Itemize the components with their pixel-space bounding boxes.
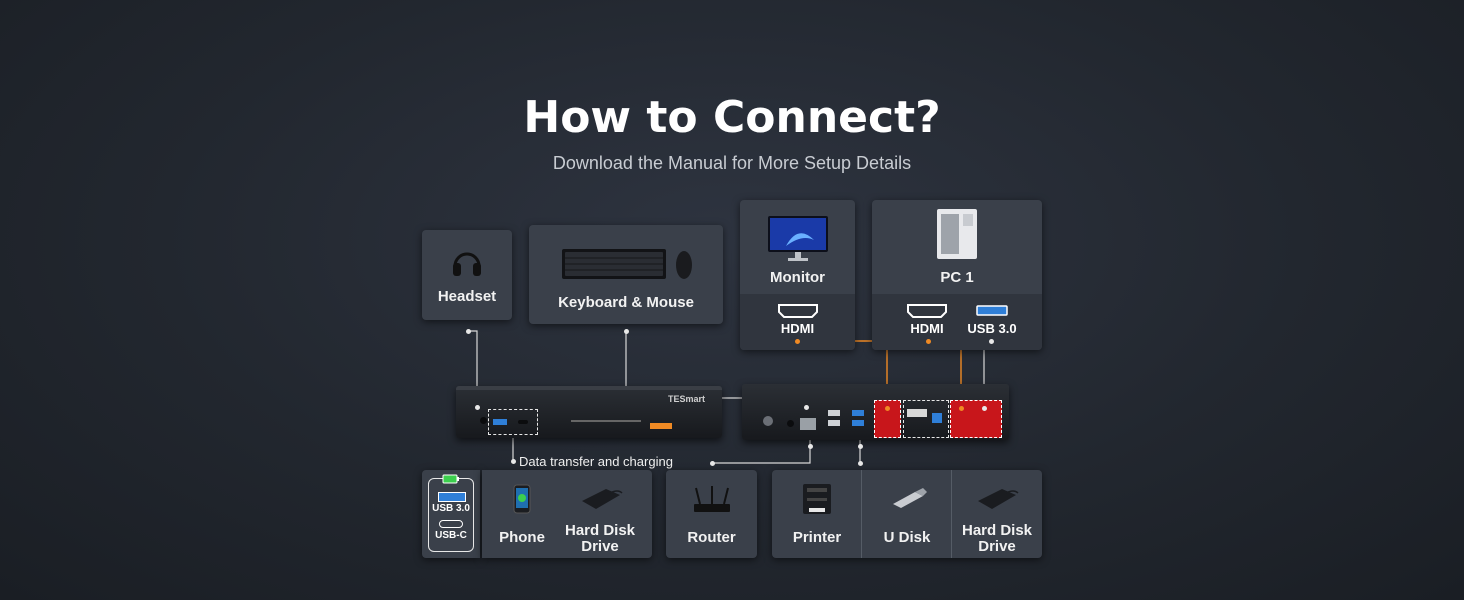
monitor-hdmi-label: HDMI	[780, 321, 815, 336]
headset-icon	[453, 252, 481, 276]
rear-audio-jack	[787, 420, 794, 427]
audio-jack	[480, 417, 487, 424]
keyboard-mouse-card: Keyboard & Mouse	[529, 225, 723, 324]
router-icon	[694, 486, 730, 512]
headset-label: Headset	[437, 288, 497, 305]
divider	[951, 470, 952, 558]
headset-dot	[466, 329, 471, 334]
printer-label: Printer	[792, 529, 842, 546]
front-usbc-port	[518, 420, 528, 424]
ethernet-dot	[808, 444, 813, 449]
headset-line	[468, 330, 478, 407]
rear-usb3-dot-2	[858, 461, 863, 466]
headset-card: Headset	[422, 230, 512, 320]
charging-icon	[442, 474, 459, 484]
rear-usb3-port-2	[852, 420, 864, 426]
data-note-dot	[511, 459, 516, 464]
pc-usb-port-dot	[982, 406, 987, 411]
page-title: How to Connect?	[523, 92, 941, 143]
dc-power-port	[763, 416, 773, 426]
pc-usb-label: USB 3.0	[967, 321, 1017, 336]
monitor-icon	[768, 216, 828, 261]
pc2-usb-port	[932, 413, 942, 423]
pc-usb-dot	[989, 339, 994, 344]
hard-disk-icon	[582, 489, 623, 509]
rear-usb-port-2	[828, 420, 840, 426]
data-transfer-note: Data transfer and charging	[519, 454, 673, 469]
pc-hdmi-dot	[926, 339, 931, 344]
usbc-port-icon	[439, 520, 463, 528]
phone-icon	[513, 484, 531, 514]
router-line	[712, 440, 811, 464]
divider	[861, 470, 862, 558]
rear-usb-dot	[804, 405, 809, 410]
brand-logo: TESmart	[668, 394, 706, 404]
hdmi-icon	[907, 304, 947, 318]
pc-tower-icon	[937, 209, 977, 259]
front-usb-port	[493, 419, 507, 425]
front-ports-card: USB 3.0 USB-C	[422, 470, 480, 558]
keyboard-dot	[624, 329, 629, 334]
usb-drive-icon	[893, 488, 927, 508]
phone-hdd-card: Phone Hard Disk Drive	[482, 470, 652, 558]
monitor-port-dot	[885, 406, 890, 411]
router-dot	[710, 461, 715, 466]
usbc-label: USB-C	[435, 530, 467, 541]
monitor-label: Monitor	[770, 269, 825, 286]
pc2-port-group	[903, 400, 949, 438]
udisk-label: U Disk	[883, 529, 931, 546]
rear-usb-port-1	[828, 410, 840, 416]
hard-disk-icon	[978, 489, 1019, 509]
ethernet-port	[800, 418, 816, 430]
pc1-port-group	[950, 400, 1002, 438]
front-audio-dot	[475, 405, 480, 410]
pc-hdmi-port-dot	[959, 406, 964, 411]
pc-label: PC 1	[940, 269, 974, 286]
monitor-hdmi-dot	[795, 339, 800, 344]
kvm-front-panel: TESmart	[456, 386, 722, 438]
hdd2-label-line2: Drive	[978, 538, 1016, 555]
pc-port-panel: HDMI USB 3.0	[872, 294, 1042, 350]
printer-icon	[803, 484, 831, 514]
pc-hdmi-label: HDMI	[910, 321, 944, 336]
front-buttons	[571, 420, 641, 422]
hdd1-label-line2: Drive	[581, 538, 619, 555]
usb-3-icon	[976, 305, 1008, 316]
keyboard-mouse-label: Keyboard & Mouse	[558, 294, 694, 311]
usb-devices-card: Printer U Disk Hard Disk Drive	[772, 470, 1042, 558]
phone-label: Phone	[499, 529, 545, 546]
monitor-card: Monitor HDMI	[740, 200, 855, 350]
keyboard-mouse-icon	[562, 249, 692, 279]
front-usb-highlight	[488, 409, 538, 435]
pc-card: PC 1 HDMI USB 3.0	[872, 200, 1042, 350]
pc2-hdmi-port	[907, 409, 927, 417]
rear-usb3-dot	[858, 444, 863, 449]
usb3-port-icon	[438, 492, 466, 502]
hdmi-icon	[778, 304, 818, 318]
usb3-label: USB 3.0	[432, 503, 470, 514]
hdd2-label-line1: Hard Disk	[961, 522, 1033, 539]
page-subtitle: Download the Manual for More Setup Detai…	[552, 153, 912, 173]
rear-usb3-port-1	[852, 410, 864, 416]
router-label: Router	[687, 529, 736, 546]
hdd1-label-line1: Hard Disk	[564, 522, 636, 539]
router-card: Router	[666, 470, 757, 558]
status-led	[650, 423, 672, 429]
